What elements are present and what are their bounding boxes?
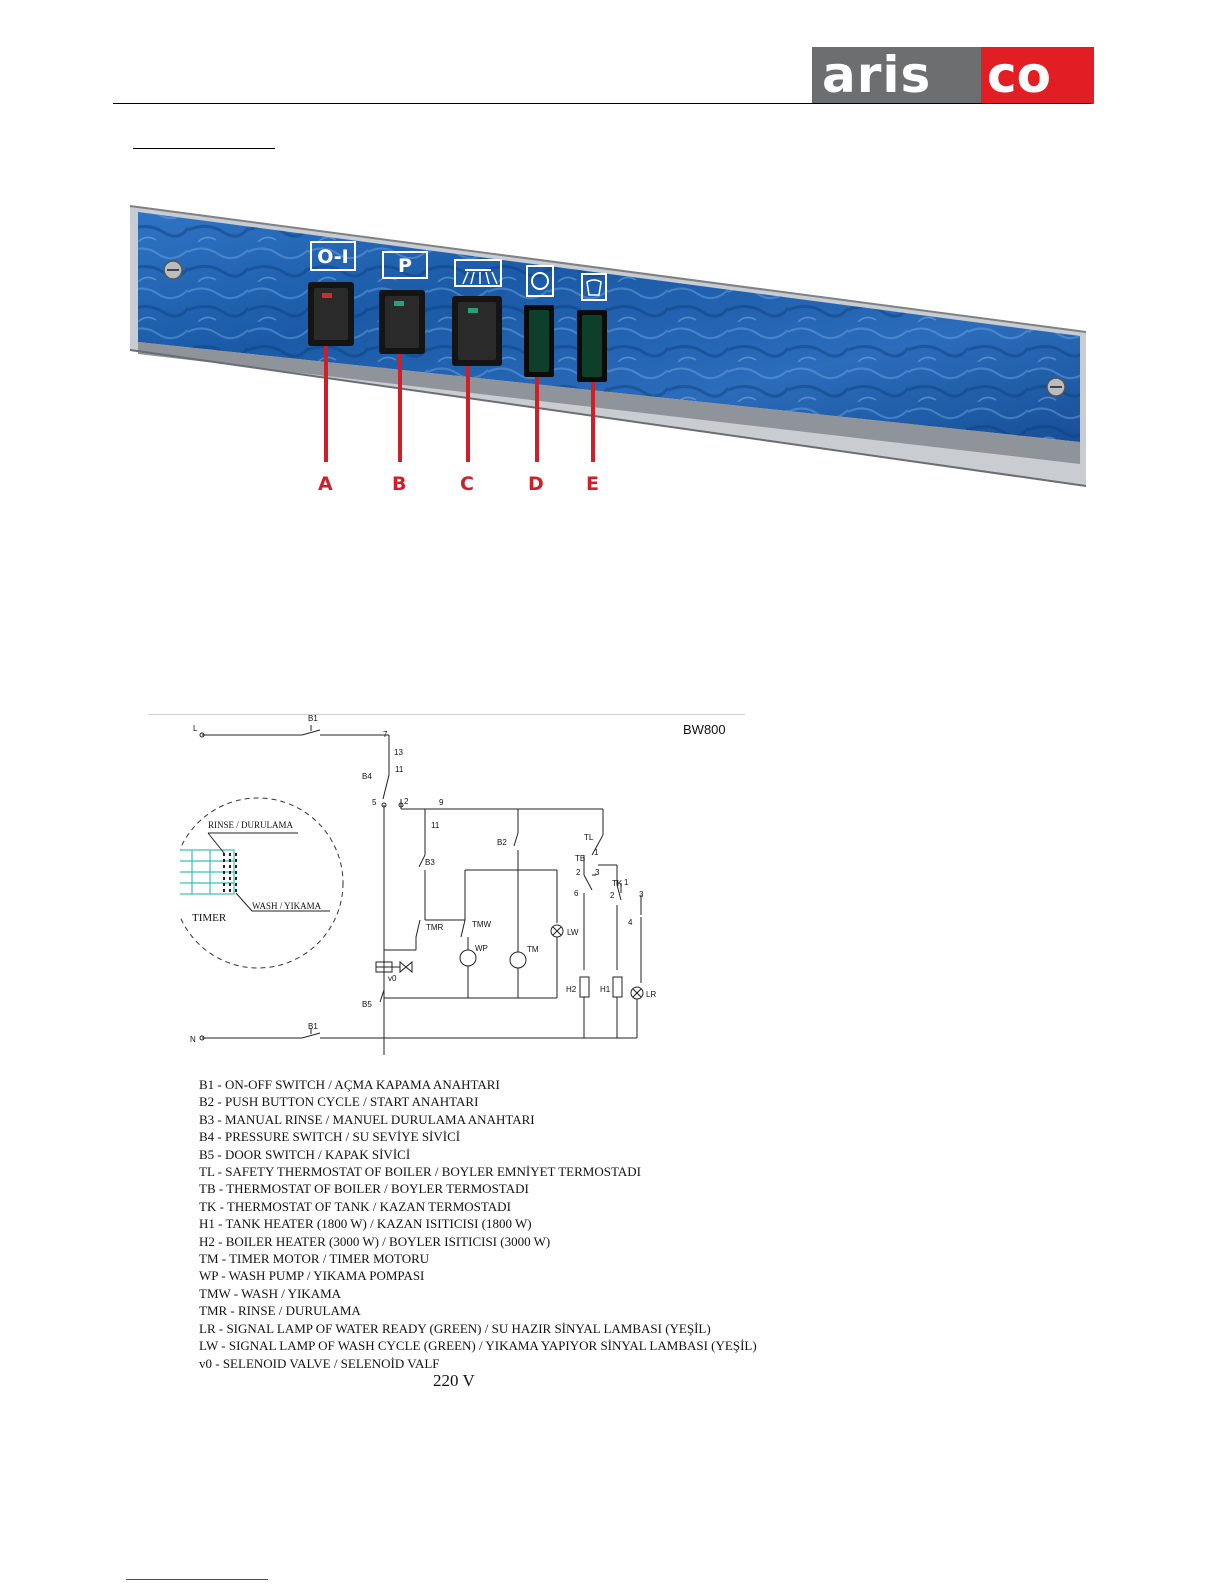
node-B1-top: B1 [308,715,318,723]
node-H1: H1 [600,985,611,994]
node-2: 2 [404,797,409,806]
legend-item: B5 - DOOR SWITCH / KAPAK SİVİCİ [199,1146,411,1162]
legend-item: H1 - TANK HEATER (1800 W) / KAZAN ISITIC… [199,1216,532,1232]
legend-item: WP - WASH PUMP / YIKAMA POMPASI [199,1268,425,1284]
node-N: N [190,1035,196,1044]
node-7: 7 [383,730,388,739]
legend-item: TMW - WASH / YIKAMA [199,1285,342,1301]
node-TK1: 1 [624,878,629,887]
node-TB: TB [575,854,585,863]
legend-item: TB - THERMOSTAT OF BOILER / BOYLER TERMO… [199,1181,529,1197]
voltage-label: 220 V [433,1371,475,1390]
node-11a: 11 [395,765,404,774]
component-legend: B1 - ON-OFF SWITCH / AÇMA KAPAMA ANAHTAR… [199,1076,799,1372]
logo-red-block: co [981,47,1094,104]
node-B1-bottom: B1 [308,1022,318,1031]
node-LW: LW [567,928,579,937]
logo-text-co: co [987,46,1051,104]
circle-icon [526,265,554,297]
node-L: L [193,724,198,733]
header-rule [113,103,1091,104]
control-panel-illustration: O-I P [129,205,1087,487]
node-B5: B5 [362,1000,372,1009]
lamp-d [524,305,554,377]
node-4: 4 [628,918,633,927]
node-TMW: TMW [472,920,492,929]
label-o-i: O-I [317,246,348,268]
legend-item: B4 - PRESSURE SWITCH / SU SEVİYE SİVİCİ [199,1129,461,1145]
callout-a: A [318,473,333,495]
switch-a[interactable] [308,282,354,346]
timer-rinse-label: RINSE / DURULAMA [208,820,294,830]
footer-rule [126,1579,268,1580]
switch-b[interactable] [379,290,425,354]
wiring-schematic: RINSE / DURULAMA WASH / YIKAMA TIMER L N… [180,715,656,1055]
node-H2: H2 [566,985,577,994]
legend-item: TL - SAFETY THERMOSTAT OF BOILER / BOYLE… [199,1164,641,1180]
node-TM: TM [527,945,539,954]
legend-item: H2 - BOILER HEATER (3000 W) / BOYLER ISI… [199,1233,551,1249]
legend-item: LR - SIGNAL LAMP OF WATER READY (GREEN) … [199,1320,711,1336]
node-TMR: TMR [426,923,444,932]
legend-item: B2 - PUSH BUTTON CYCLE / START ANAHTARI [199,1094,479,1110]
timer-label: TIMER [192,912,227,924]
node-TL1: 1 [594,848,599,857]
lamp-e [577,310,607,382]
callout-b: B [392,473,407,495]
arisco-logo: aris co [812,47,1094,104]
node-B4: B4 [362,772,372,781]
screw-right [1046,377,1066,397]
node-B2: B2 [497,838,507,847]
legend-item: LW - SIGNAL LAMP OF WASH CYCLE (GREEN) /… [199,1338,757,1354]
legend-item: TM - TIMER MOTOR / TIMER MOTORU [199,1251,430,1267]
node-TK: TK [612,879,623,888]
legend-item: TMR - RINSE / DURULAMA [199,1303,361,1319]
callout-c: C [460,473,474,495]
node-9: 9 [439,798,444,807]
node-TK2: 2 [610,891,615,900]
node-6: 6 [574,889,579,898]
node-WP: WP [475,944,488,953]
node-TL2: 2 [576,868,581,877]
legend-item: B1 - ON-OFF SWITCH / AÇMA KAPAMA ANAHTAR… [199,1077,500,1092]
logo-text-aris: aris [822,46,932,104]
node-13: 13 [394,748,403,757]
switch-c[interactable] [452,296,502,366]
node-v0: v0 [388,974,397,983]
node-11b: 11 [431,821,440,830]
screw-left [163,260,183,280]
tank-icon [581,273,607,301]
model-label: BW800 [683,722,726,737]
node-5: 5 [372,798,377,807]
label-p: P [398,255,412,277]
timer-detail [180,797,344,969]
node-3b: 3 [639,890,644,899]
node-B3: B3 [425,858,435,867]
callout-e: E [586,473,599,495]
callout-d: D [528,473,544,495]
legend-item: B3 - MANUAL RINSE / MANUEL DURULAMA ANAH… [199,1111,535,1127]
legend-item: TK - THERMOSTAT OF TANK / KAZAN TERMOSTA… [199,1198,511,1214]
shower-icon [454,259,502,287]
node-LR: LR [646,990,656,999]
timer-wash-label: WASH / YIKAMA [252,901,322,911]
section-title-underline [133,148,275,149]
node-TL: TL [584,833,594,842]
schematic-top-rule [148,714,745,715]
legend-item: v0 - SELENOID VALVE / SELENOİD VALF [199,1355,440,1371]
node-3a: 3 [595,868,600,877]
